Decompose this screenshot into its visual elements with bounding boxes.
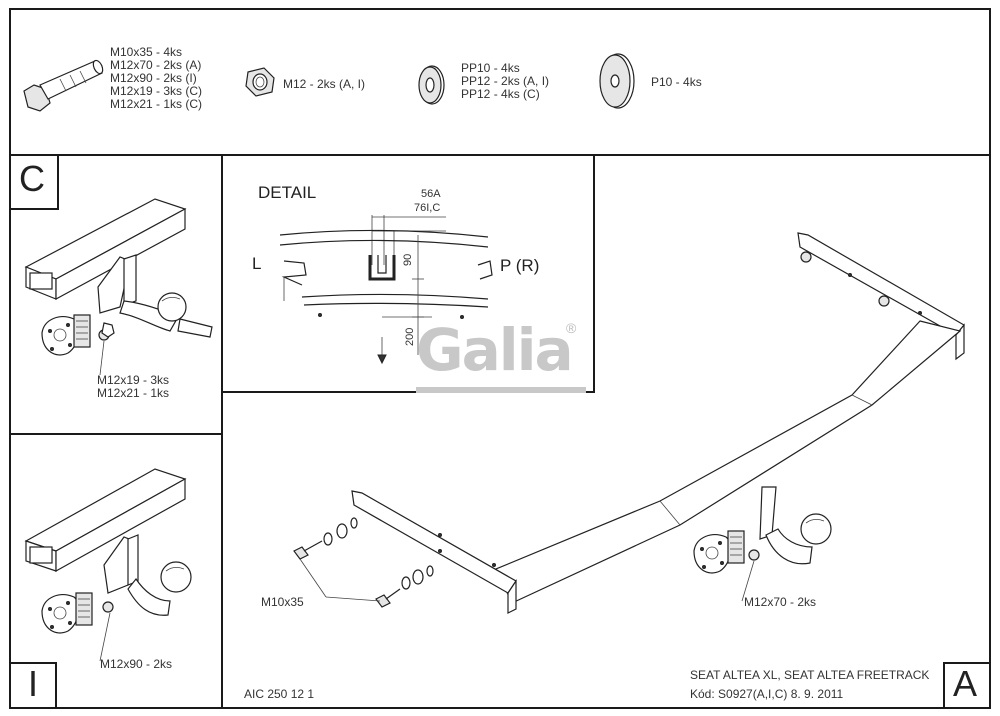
bolt-list: M10x35 - 4ks M12x70 - 2ks (A) M12x90 - 2… xyxy=(110,46,202,111)
panel-i-letter: I xyxy=(28,663,39,704)
bolt-line-1: M10x35 - 4ks xyxy=(110,45,183,59)
drawing-code: AIC 250 12 1 xyxy=(244,687,315,701)
detail-panel xyxy=(221,154,595,393)
detail-bumper-drawing xyxy=(279,215,493,365)
galia-registered-mark: ® xyxy=(566,320,577,336)
main-letter: A xyxy=(953,663,978,704)
washer-list: PP10 - 4ks PP12 - 2ks (A, I) PP12 - 4ks … xyxy=(461,62,549,101)
bolt-line-5: M12x21 - 1ks (C) xyxy=(110,97,203,111)
big-washer-label: P10 - 4ks xyxy=(651,75,702,89)
detail-right-label: P (R) xyxy=(500,256,540,275)
code-and-date: Kód: S0927(A,I,C) 8. 9. 2011 xyxy=(690,687,844,701)
main-ball-callout: M12x70 - 2ks xyxy=(744,595,817,609)
letter-box-i xyxy=(9,662,57,709)
vehicle-model: SEAT ALTEA XL, SEAT ALTEA FREETRACK xyxy=(690,668,930,682)
nut-illustration xyxy=(245,67,275,97)
letter-box-c xyxy=(9,154,59,210)
bolt-line-3: M12x90 - 2ks (I) xyxy=(110,71,197,85)
bolt-illustration xyxy=(23,59,104,112)
bolt-line-4: M12x19 - 3ks (C) xyxy=(110,84,203,98)
washer-line-1: PP10 - 4ks xyxy=(461,61,520,75)
detail-left-label: L xyxy=(252,254,262,273)
washer-line-2: PP12 - 2ks (A, I) xyxy=(461,74,550,88)
panel-c-callout: M12x19 - 3ks M12x21 - 1ks xyxy=(97,374,169,400)
panel-i-callout: M12x90 - 2ks xyxy=(100,657,173,671)
panel-c-callout-2: M12x21 - 1ks xyxy=(97,386,170,400)
letter-box-a xyxy=(943,662,991,709)
main-bolt-callout: M10x35 xyxy=(261,595,304,609)
galia-logo: Galia xyxy=(416,316,574,384)
panel-c-towbar-illustration xyxy=(24,198,213,376)
nut-label: M12 - 2ks (A, I) xyxy=(283,77,366,91)
detail-title: DETAIL xyxy=(258,183,317,202)
washer-line-3: PP12 - 4ks (C) xyxy=(461,87,540,101)
panel-c-callout-1: M12x19 - 3ks xyxy=(97,373,170,387)
panel-c-letter: C xyxy=(19,158,45,199)
detail-dim-top-1: 56A xyxy=(421,188,441,200)
panel-i-towbar-illustration xyxy=(24,468,192,662)
big-washer-illustration xyxy=(599,53,635,109)
bolt-line-2: M12x70 - 2ks (A) xyxy=(110,58,202,72)
panel-i xyxy=(9,433,223,709)
galia-logo-underline xyxy=(416,387,586,393)
main-towbar-illustration xyxy=(293,232,965,614)
washer-illustration xyxy=(418,65,445,105)
detail-dim-top-2: 76I,C xyxy=(414,202,441,214)
